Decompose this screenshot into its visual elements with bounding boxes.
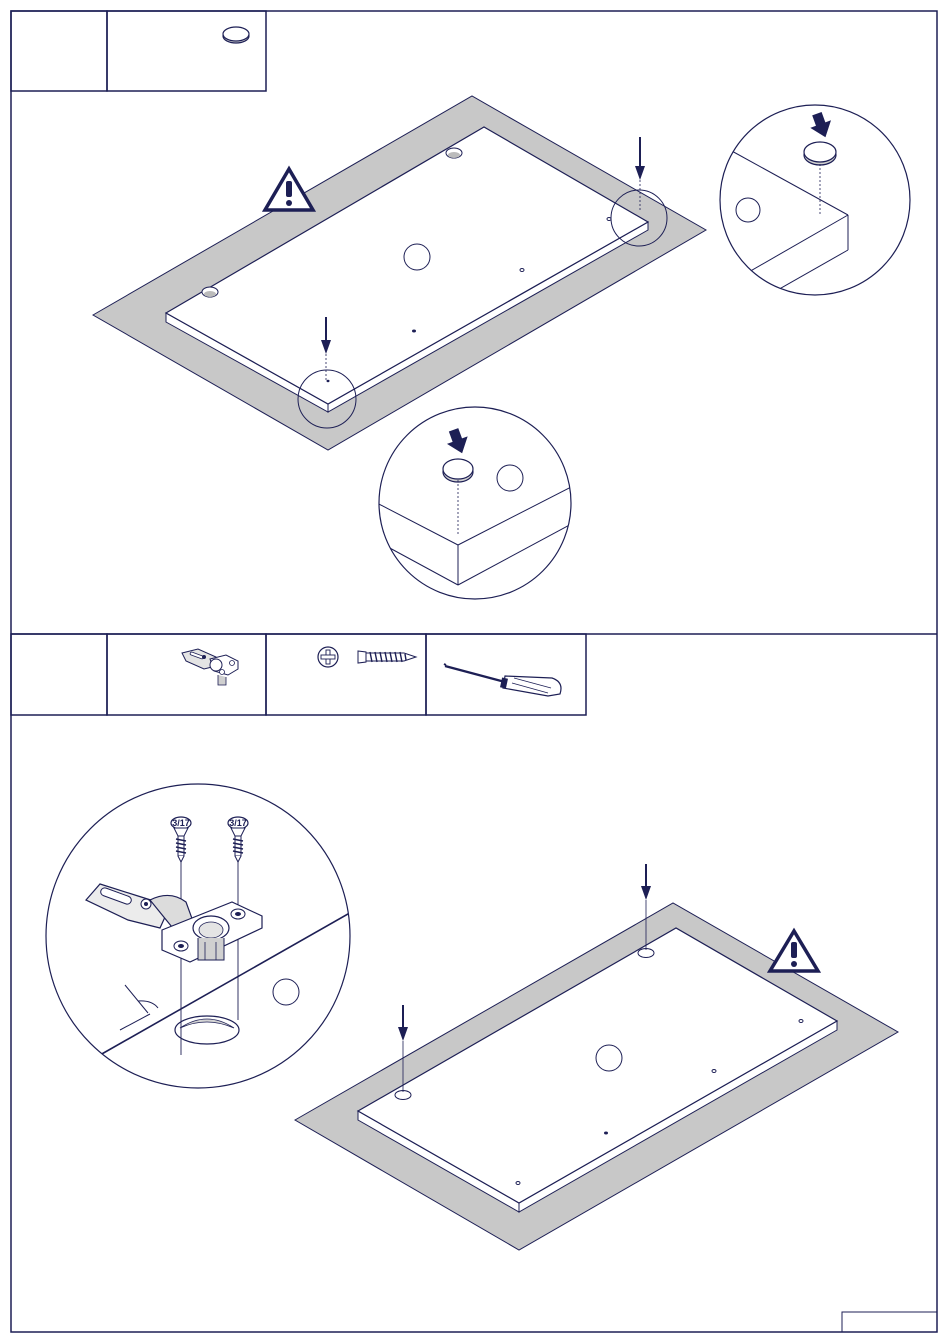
screw-head-label: 3/17: [229, 818, 247, 828]
cap-insert-detail-top-right: [700, 105, 910, 300]
warning-triangle-icon: [770, 931, 818, 971]
step-1-number-box: [11, 11, 107, 91]
cam-cover-cap-icon: [223, 27, 249, 43]
page-number-box: [842, 1312, 937, 1332]
screwdriver-icon: [444, 664, 561, 696]
step-1-header: [11, 11, 266, 91]
dowel-hole: [736, 198, 760, 222]
dowel-hole: [596, 1045, 622, 1071]
step-2-header: [11, 634, 586, 715]
step-2-parts-box-hinge: [107, 634, 266, 715]
phillips-screw-icon: [318, 647, 416, 667]
warning-triangle-icon: [265, 169, 313, 210]
step-2-tools-box: [426, 634, 586, 715]
dowel-hole: [273, 979, 299, 1005]
step-1: [11, 11, 910, 599]
step-2-number-box: [11, 634, 107, 715]
dowel-hole: [404, 244, 430, 270]
concealed-hinge-icon: [182, 649, 238, 685]
cap-insert-detail-bottom: [375, 407, 575, 599]
step-2-parts-box-screw: [266, 634, 426, 715]
screw-head-label: 3/17: [172, 818, 190, 828]
hinge-mount-detail: 3/17 3/17: [46, 784, 355, 1088]
step-1-parts-box: [107, 11, 266, 91]
dowel-hole: [497, 465, 523, 491]
step-2: 3/17 3/17: [11, 634, 898, 1250]
